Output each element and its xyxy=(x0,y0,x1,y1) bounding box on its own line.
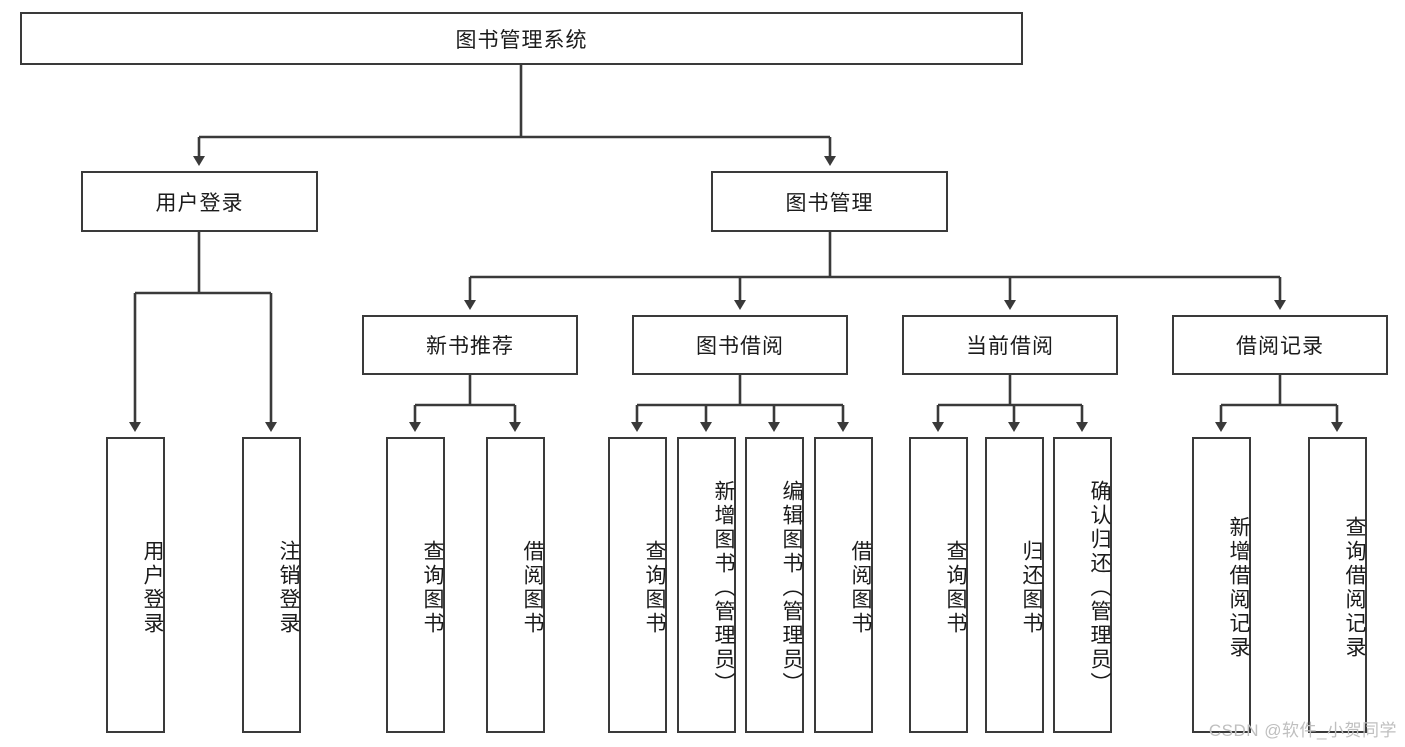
node-book-borrow[interactable]: 图书借阅 xyxy=(632,315,848,375)
node-leaf-user-login[interactable]: 用户登录 xyxy=(106,437,165,733)
node-leaf-query-book-1[interactable]: 查询图书 xyxy=(386,437,445,733)
node-leaf-query-book-3[interactable]: 查询图书 xyxy=(909,437,968,733)
node-book-borrow-label: 图书借阅 xyxy=(696,335,784,358)
node-book-manage-label: 图书管理 xyxy=(785,191,874,215)
node-leaf-user-login-label: 用户登录 xyxy=(141,540,164,636)
node-borrow-record-label: 借阅记录 xyxy=(1236,335,1324,358)
node-leaf-query-book-2[interactable]: 查询图书 xyxy=(608,437,667,733)
node-leaf-borrow-book-2[interactable]: 借阅图书 xyxy=(814,437,873,733)
node-leaf-return-book-label: 归还图书 xyxy=(1020,540,1043,636)
node-borrow-record[interactable]: 借阅记录 xyxy=(1172,315,1388,375)
node-leaf-borrow-book-1[interactable]: 借阅图书 xyxy=(486,437,545,733)
node-leaf-query-book-2-label: 查询图书 xyxy=(643,540,666,636)
node-leaf-confirm-return-admin-label: 确认归还（管理员） xyxy=(1088,480,1111,696)
node-leaf-user-logout[interactable]: 注销登录 xyxy=(242,437,301,733)
node-root[interactable]: 图书管理系统 xyxy=(20,12,1023,65)
node-user-login-label: 用户登录 xyxy=(155,191,244,215)
node-current-borrow[interactable]: 当前借阅 xyxy=(902,315,1118,375)
node-book-manage[interactable]: 图书管理 xyxy=(711,171,948,232)
node-current-borrow-label: 当前借阅 xyxy=(966,335,1054,358)
node-user-login[interactable]: 用户登录 xyxy=(81,171,318,232)
node-leaf-add-borrow-record-label: 新增借阅记录 xyxy=(1227,516,1250,660)
node-leaf-add-book-admin[interactable]: 新增图书（管理员） xyxy=(677,437,736,733)
node-leaf-edit-book-admin[interactable]: 编辑图书（管理员） xyxy=(745,437,804,733)
node-leaf-borrow-book-1-label: 借阅图书 xyxy=(521,540,544,636)
node-leaf-query-borrow-record[interactable]: 查询借阅记录 xyxy=(1308,437,1367,733)
node-leaf-user-logout-label: 注销登录 xyxy=(277,540,300,636)
node-leaf-return-book[interactable]: 归还图书 xyxy=(985,437,1044,733)
node-leaf-edit-book-admin-label: 编辑图书（管理员） xyxy=(780,480,803,696)
node-leaf-add-book-admin-label: 新增图书（管理员） xyxy=(712,480,735,696)
node-new-book-recommend-label: 新书推荐 xyxy=(426,335,514,358)
node-leaf-query-borrow-record-label: 查询借阅记录 xyxy=(1343,516,1366,660)
watermark-text: CSDN @软件_小贺同学 xyxy=(1208,721,1397,740)
node-leaf-query-book-1-label: 查询图书 xyxy=(421,540,444,636)
node-leaf-query-book-3-label: 查询图书 xyxy=(944,540,967,636)
node-new-book-recommend[interactable]: 新书推荐 xyxy=(362,315,578,375)
node-leaf-confirm-return-admin[interactable]: 确认归还（管理员） xyxy=(1053,437,1112,733)
node-root-label: 图书管理系统 xyxy=(455,28,588,52)
node-leaf-add-borrow-record[interactable]: 新增借阅记录 xyxy=(1192,437,1251,733)
node-leaf-borrow-book-2-label: 借阅图书 xyxy=(849,540,872,636)
